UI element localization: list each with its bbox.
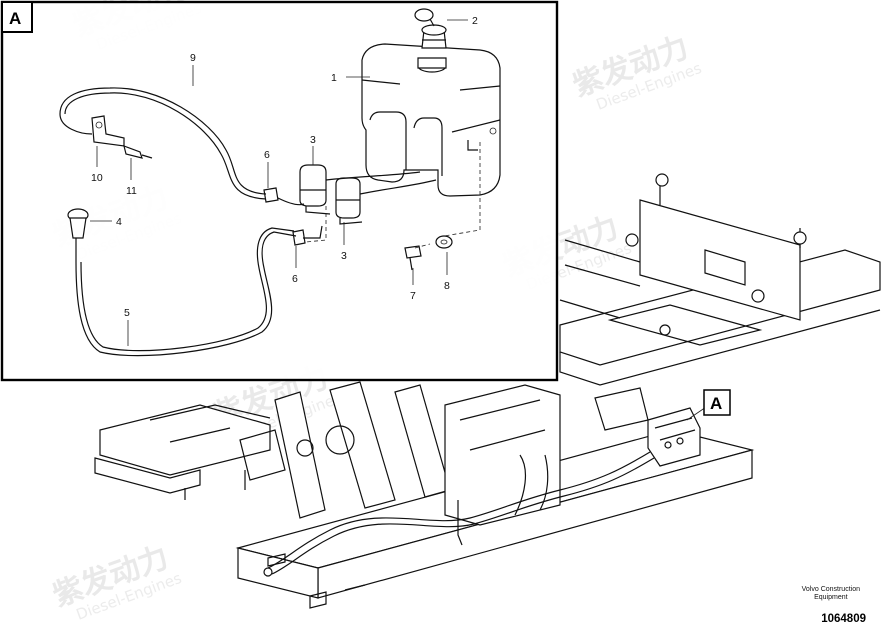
watermark-logo-2: 紫发动力 Diesel-Engines xyxy=(568,30,704,114)
hose-connector-upper xyxy=(263,187,279,203)
spray-nozzle xyxy=(123,145,143,159)
detail-view-tag-box xyxy=(1,1,33,33)
boom-left xyxy=(274,391,326,519)
hose-bracket xyxy=(91,115,125,147)
callout-1: 1 xyxy=(331,72,337,84)
callout-8: 8 xyxy=(444,280,450,292)
washer-nozzle xyxy=(67,208,89,262)
callout-3-upper: 3 xyxy=(310,134,316,146)
callout-10: 10 xyxy=(91,172,103,184)
brand-line-2: Equipment xyxy=(814,594,848,601)
callout-3-lower: 3 xyxy=(341,250,347,262)
main-view-tag: A xyxy=(703,389,731,416)
screw xyxy=(404,245,422,259)
washer-pump-2 xyxy=(335,177,363,225)
washer xyxy=(435,235,453,249)
callout-6-upper: 6 xyxy=(264,149,270,161)
svg-text:A: A xyxy=(710,394,722,413)
valve-block xyxy=(647,407,701,467)
detail-view-tag: A xyxy=(9,9,21,28)
washer-hose-9 xyxy=(59,87,267,195)
part-number: 1064809 xyxy=(821,613,866,625)
detail-view: A xyxy=(0,0,559,382)
step-assembly xyxy=(99,404,271,476)
reservoir-cap xyxy=(414,8,447,49)
hose-routing xyxy=(267,451,651,569)
callout-7: 7 xyxy=(410,290,416,302)
callout-6-lower: 6 xyxy=(292,273,298,285)
machine-frame-view xyxy=(94,173,881,609)
brand-line-1: Volvo Construction xyxy=(801,586,860,593)
callout-5: 5 xyxy=(124,307,130,319)
callout-4: 4 xyxy=(116,216,122,228)
callout-9: 9 xyxy=(190,52,196,64)
watermark-logo-6: 紫发动力 Diesel-Engines xyxy=(48,540,184,624)
callout-11: 11 xyxy=(126,185,137,197)
hose-connector-lower xyxy=(292,229,306,246)
callout-2: 2 xyxy=(472,15,478,27)
washer-hose-5 xyxy=(75,231,297,357)
brand-label: Volvo Construction Equipment xyxy=(802,586,860,602)
washer-reservoir xyxy=(361,43,501,197)
washer-pump-1 xyxy=(299,164,331,215)
